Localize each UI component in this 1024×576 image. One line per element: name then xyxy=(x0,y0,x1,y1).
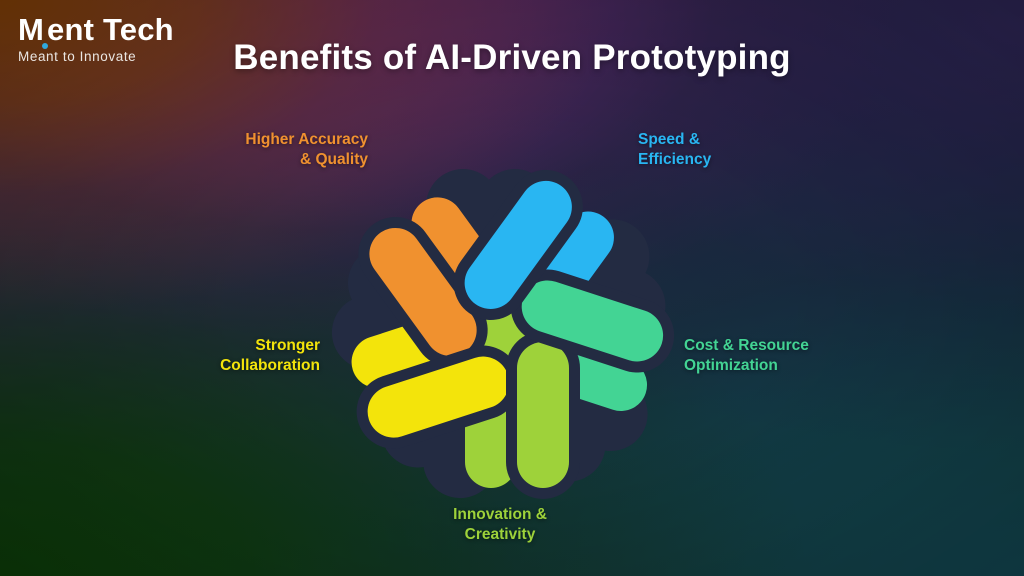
logo-word-rest: ent Tech xyxy=(47,12,174,47)
benefit-label-innovation-creativity: Innovation & Creativity xyxy=(453,506,547,544)
loop-weave-overlaps xyxy=(356,169,675,499)
benefit-label-higher-accuracy: Higher Accuracy & Quality xyxy=(245,131,368,169)
logo-wordmark: Ment Tech xyxy=(18,12,174,49)
benefit-label-cost-optimization: Cost & Resource Optimization xyxy=(684,337,809,375)
logo-letter-m: M xyxy=(18,12,45,47)
page-title: Benefits of AI-Driven Prototyping xyxy=(233,38,791,77)
benefit-label-speed-efficiency: Speed & Efficiency xyxy=(638,131,712,169)
logo-dot-icon xyxy=(42,43,49,49)
benefit-label-stronger-collaboration: Stronger Collaboration xyxy=(220,337,320,375)
brand-logo[interactable]: Ment Tech Meant to Innovate xyxy=(18,14,174,64)
logo-tagline: Meant to Innovate xyxy=(18,49,137,64)
interlocking-loops-graphic xyxy=(331,169,675,499)
